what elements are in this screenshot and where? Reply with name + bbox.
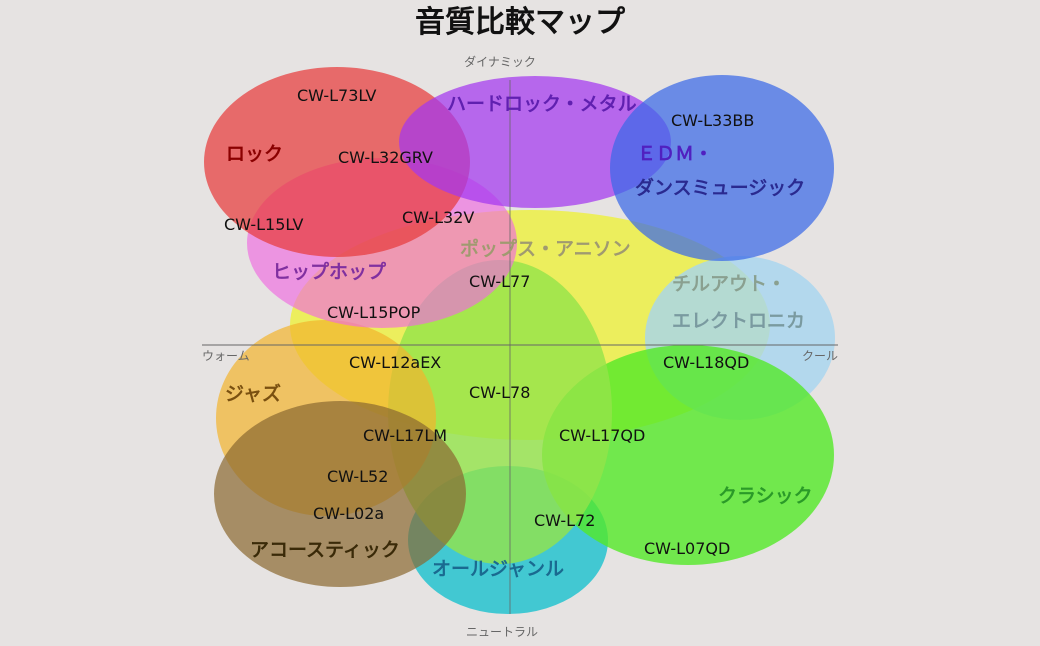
model-label: CW-L12aEX — [349, 353, 441, 372]
model-label: CW-L52 — [327, 467, 388, 486]
axis-label-top: ダイナミック — [464, 54, 536, 69]
genre-label-classic: クラシック — [718, 485, 813, 507]
model-label: CW-L72 — [534, 511, 595, 530]
model-label: CW-L33BB — [671, 111, 754, 130]
genre-label-hiphop: ヒップホップ — [272, 260, 387, 283]
region-rock — [204, 67, 470, 257]
model-label: CW-L77 — [469, 272, 530, 291]
genre-label-pops: ポップス・アニソン — [460, 237, 631, 260]
model-label: CW-L32GRV — [338, 148, 433, 167]
genre-label-edm-2: ダンスミュージック — [635, 176, 805, 199]
genre-labels: ロック ハードロック・メタル ＥＤＭ・ ダンスミュージック ヒップホップ ポップ… — [225, 93, 813, 580]
model-label: CW-L17LM — [363, 426, 447, 445]
genre-label-chill-1: チルアウト・ — [672, 273, 786, 295]
axis-label-bottom: ニュートラル — [466, 625, 538, 639]
region-acoustic — [214, 401, 466, 587]
region-edm — [610, 75, 834, 261]
axes: ダイナミック ニュートラル ウォーム クール — [202, 54, 838, 639]
model-label: CW-L15LV — [224, 215, 304, 234]
model-label: CW-L18QD — [663, 353, 749, 372]
genre-label-jazz: ジャズ — [225, 382, 281, 405]
model-label: CW-L73LV — [297, 86, 377, 105]
genre-label-acoustic: アコースティック — [250, 539, 400, 561]
model-label: CW-L15POP — [327, 303, 421, 322]
model-label: CW-L78 — [469, 383, 530, 402]
map-title: 音質比較マップ — [415, 5, 626, 40]
region-hardrock — [399, 76, 671, 208]
region-classic — [542, 345, 834, 565]
model-label: CW-L32V — [402, 208, 474, 227]
genre-label-chill-2: エレクトロニカ — [672, 310, 805, 332]
genre-label-edm-1: ＥＤＭ・ — [637, 143, 713, 165]
axis-label-right: クール — [802, 349, 838, 363]
genre-label-allgenre: オールジャンル — [432, 558, 564, 580]
model-label: CW-L17QD — [559, 426, 645, 445]
model-label: CW-L02a — [313, 504, 384, 523]
genre-label-hardrock: ハードロック・メタル — [447, 93, 637, 115]
model-labels: CW-L73LV CW-L32GRV CW-L15LV CW-L32V CW-L… — [224, 86, 754, 558]
model-label: CW-L07QD — [644, 539, 730, 558]
genre-regions — [204, 67, 835, 614]
axis-label-left: ウォーム — [202, 349, 250, 363]
genre-label-rock: ロック — [226, 143, 283, 165]
